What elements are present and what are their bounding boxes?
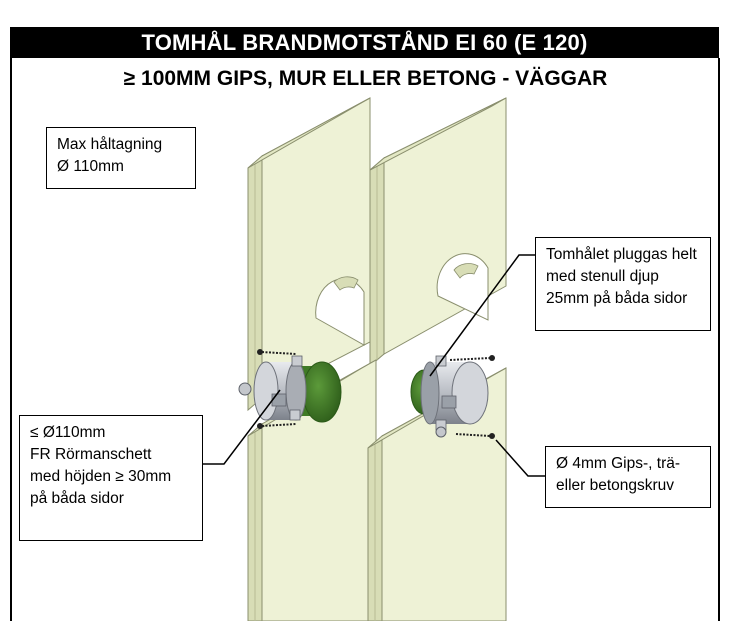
callout-text: eller betongskruv (556, 477, 675, 494)
callout-text: Ø 110mm (57, 158, 124, 175)
callout-max-hole: Max håltagning Ø 110mm (46, 127, 196, 189)
leader-lines (203, 254, 545, 477)
screw-icon (257, 423, 297, 429)
wall-panel-upper-left (247, 97, 371, 412)
callout-text: 25mm på båda sidor (546, 290, 688, 307)
callout-screw: Ø 4mm Gips-, trä- eller betongskruv (545, 446, 711, 508)
callout-text: Tomhålet pluggas helt (546, 246, 697, 263)
callout-text: Ø 4mm Gips-, trä- (556, 455, 681, 472)
callout-text: Max håltagning (57, 136, 163, 153)
wall-panel-upper-right (369, 97, 507, 368)
page-title: TOMHÅL BRANDMOTSTÅND EI 60 (E 120) (141, 29, 588, 55)
screw-icon (257, 349, 297, 355)
frame-border-left (10, 58, 12, 621)
title-bar: TOMHÅL BRANDMOTSTÅND EI 60 (E 120) (10, 27, 719, 58)
screw-icon (449, 355, 495, 361)
screw-icon (455, 433, 495, 439)
callout-fire-collar: ≤ Ø110mm FR Rörmanschett med höjden ≥ 30… (19, 415, 203, 541)
fire-collar-left (238, 349, 342, 429)
page-subtitle: ≥ 100MM GIPS, MUR ELLER BETONG - VÄGGAR (123, 67, 608, 90)
callout-text: på båda sidor (30, 490, 124, 507)
callout-text: med höjden ≥ 30mm (30, 468, 172, 485)
frame-border-right (718, 58, 720, 621)
callout-stone-wool-plug: Tomhålet pluggas helt med stenull djup 2… (535, 237, 711, 331)
fire-collar-right (410, 355, 495, 439)
callout-text: med stenull djup (546, 268, 659, 285)
callout-text: FR Rörmanschett (30, 446, 152, 463)
callout-text: ≤ Ø110mm (30, 424, 106, 441)
